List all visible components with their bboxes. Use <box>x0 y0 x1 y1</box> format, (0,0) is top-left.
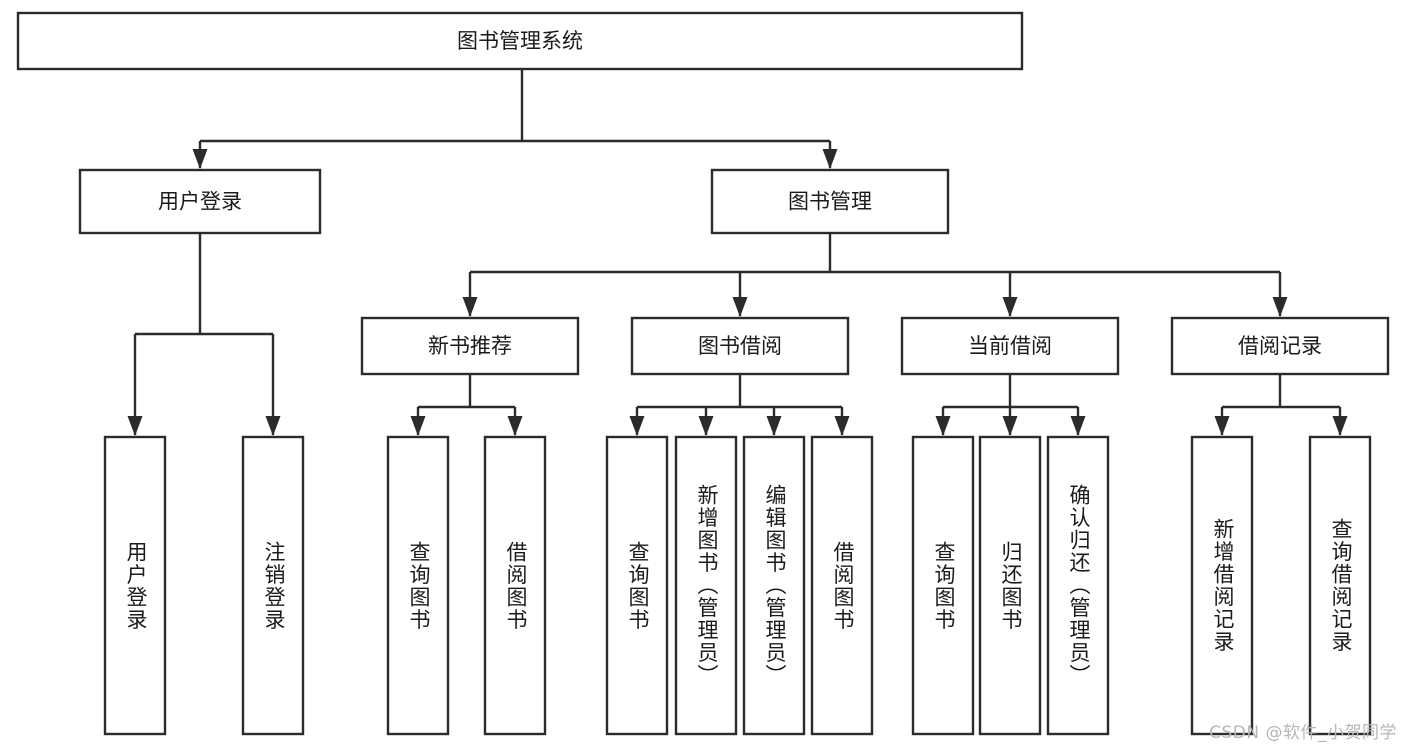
arrow-head-icon-leaf-query-book-rec <box>410 416 426 436</box>
node-box-book-borrow[interactable] <box>630 316 850 376</box>
arrow-head-icon-leaf-query-book-b <box>629 416 645 436</box>
node-box-current-borrow[interactable] <box>900 316 1120 376</box>
node-box-leaf-query-book-b[interactable] <box>605 435 669 736</box>
node-box-leaf-user-login[interactable] <box>103 435 167 736</box>
node-box-leaf-query-book-rec[interactable] <box>386 435 450 736</box>
arrow-head-icon-leaf-edit-book <box>766 416 782 436</box>
node-label-root: 图书管理系统 <box>457 29 583 53</box>
node-box-leaf-borrow-book-b[interactable] <box>810 435 874 736</box>
arrow-head-icon-book-borrow <box>732 297 748 317</box>
node-box-leaf-user-logout[interactable] <box>241 435 305 736</box>
node-box-new-book-rec[interactable] <box>360 316 580 376</box>
node-label-current-borrow: 当前借阅 <box>968 334 1052 358</box>
node-box-leaf-confirm-return[interactable] <box>1046 435 1110 736</box>
arrow-head-icon-borrow-record <box>1272 297 1288 317</box>
node-box-user-login[interactable] <box>78 168 322 235</box>
arrow-head-icon-leaf-user-login <box>127 416 143 436</box>
node-label-borrow-record: 借阅记录 <box>1238 334 1322 358</box>
node-label-user-login: 用户登录 <box>158 190 242 214</box>
arrow-head-icon-leaf-borrow-book-rec <box>507 416 523 436</box>
arrow-head-icon-current-borrow <box>1002 297 1018 317</box>
node-box-layer <box>16 11 1390 736</box>
arrow-head-icon-user-login <box>192 149 208 169</box>
node-box-leaf-return-book[interactable] <box>978 435 1042 736</box>
node-box-leaf-query-record[interactable] <box>1308 435 1372 736</box>
arrow-head-icon-leaf-add-record <box>1214 416 1230 436</box>
connector-layer <box>127 69 1348 436</box>
arrow-head-icon-leaf-query-record <box>1332 416 1348 436</box>
node-box-borrow-record[interactable] <box>1170 316 1390 376</box>
arrow-head-icon-new-book-rec <box>462 297 478 317</box>
arrow-head-icon-leaf-add-book <box>698 416 714 436</box>
arrow-head-icon-leaf-return-book <box>1002 416 1018 436</box>
node-box-book-manage[interactable] <box>710 168 950 235</box>
node-box-leaf-borrow-book-rec[interactable] <box>483 435 547 736</box>
node-box-leaf-edit-book[interactable] <box>742 435 806 736</box>
arrow-head-icon-leaf-user-logout <box>265 416 281 436</box>
arrow-head-icon-book-manage <box>822 149 838 169</box>
node-label-new-book-rec: 新书推荐 <box>428 334 512 358</box>
node-box-leaf-query-book-c[interactable] <box>911 435 975 736</box>
csdn-watermark: CSDN @软件_小贺同学 <box>1209 723 1397 743</box>
node-label-book-manage: 图书管理 <box>788 190 872 214</box>
arrow-head-icon-leaf-query-book-c <box>935 416 951 436</box>
node-box-root[interactable] <box>16 11 1024 71</box>
arrow-head-icon-leaf-confirm-return <box>1070 416 1086 436</box>
node-box-leaf-add-record[interactable] <box>1190 435 1254 736</box>
arrow-head-icon-leaf-borrow-book-b <box>834 416 850 436</box>
node-label-book-borrow: 图书借阅 <box>698 334 782 358</box>
node-box-leaf-add-book[interactable] <box>674 435 738 736</box>
